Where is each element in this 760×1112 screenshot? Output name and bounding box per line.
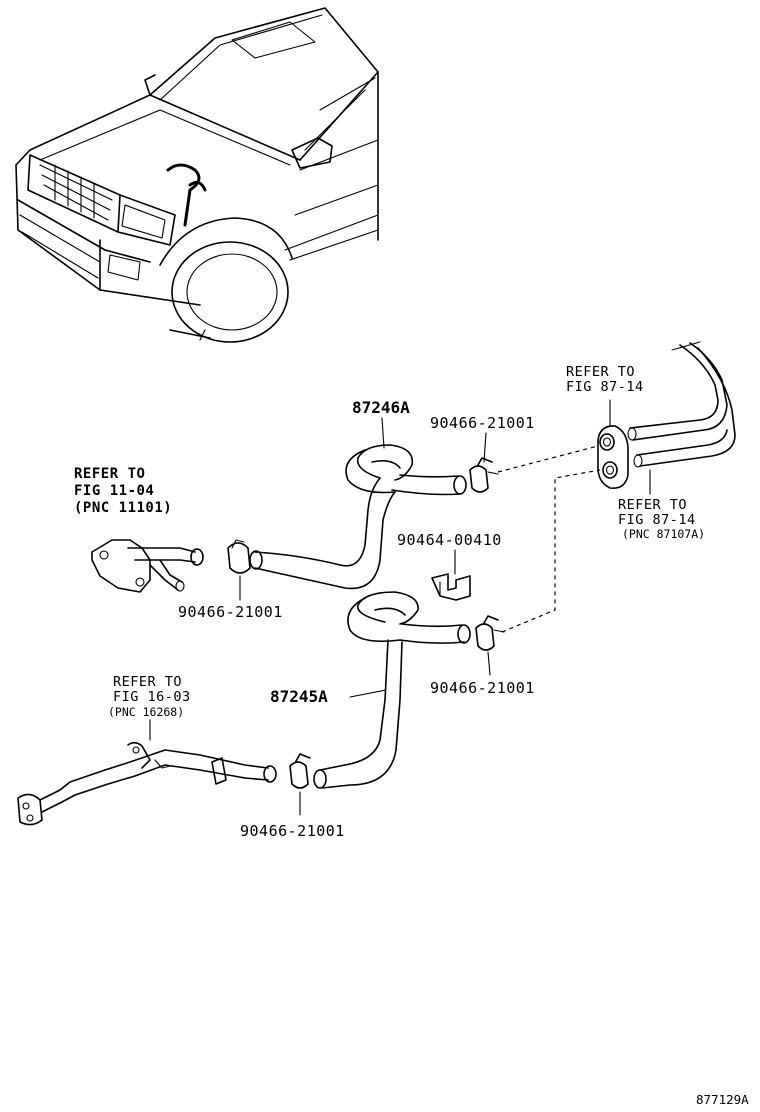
connection-lines [497, 445, 601, 633]
pipe-ref-line-2: FIG 16-03 [113, 689, 191, 705]
pipe-ref-line-1: REFER TO [113, 674, 182, 690]
engine-water-outlet [91, 539, 204, 593]
engine-ref-line-1: REFER TO [74, 466, 145, 482]
figure-id: 877129A [696, 1092, 749, 1107]
clamp-lower-right [475, 615, 505, 651]
clamp-left [227, 539, 251, 574]
heater-unit-reference: REFER TO FIG 87-14 (PNC 87107A) [618, 497, 705, 541]
engine-ref-line-2: FIG 11-04 [74, 483, 154, 499]
pipe-assembly [17, 741, 277, 826]
clamp-upper-right [469, 457, 499, 493]
engine-reference: REFER TO FIG 11-04 (PNC 11101) [74, 466, 172, 516]
pipe-ref-line-3: (PNC 16268) [108, 705, 184, 719]
heater-unit-ref-line-3: (PNC 87107A) [622, 527, 705, 541]
clamp-left-label: 90466-21001 [178, 603, 283, 621]
heater-unit-ref-line-1: REFER TO [618, 497, 687, 513]
clip-label: 90464-00410 [397, 531, 502, 549]
heater-unit-ref-line-2: FIG 87-14 [618, 512, 696, 528]
leader-lines [149, 399, 651, 816]
heater-top-ref-line-2: FIG 87-14 [566, 379, 644, 395]
clamp-lower-right-label: 90466-21001 [430, 679, 535, 697]
clamp-bottom [289, 753, 311, 789]
clip-90464-00410 [431, 573, 471, 601]
clamp-upper-right-label: 90466-21001 [430, 414, 535, 432]
pipe-reference: REFER TO FIG 16-03 (PNC 16268) [108, 674, 191, 719]
engine-ref-line-3: (PNC 11101) [74, 500, 172, 516]
heater-unit [597, 341, 736, 490]
hose-87245A-label: 87245A [270, 687, 328, 706]
hose-87246A [249, 444, 467, 590]
vehicle-front-view [15, 7, 379, 343]
heater-top-ref-line-1: REFER TO [566, 364, 635, 380]
hose-87246A-label: 87246A [352, 398, 410, 417]
clamp-bottom-label: 90466-21001 [240, 822, 345, 840]
hose-87245A [313, 591, 471, 789]
heater-top-reference: REFER TO FIG 87-14 [566, 364, 644, 395]
